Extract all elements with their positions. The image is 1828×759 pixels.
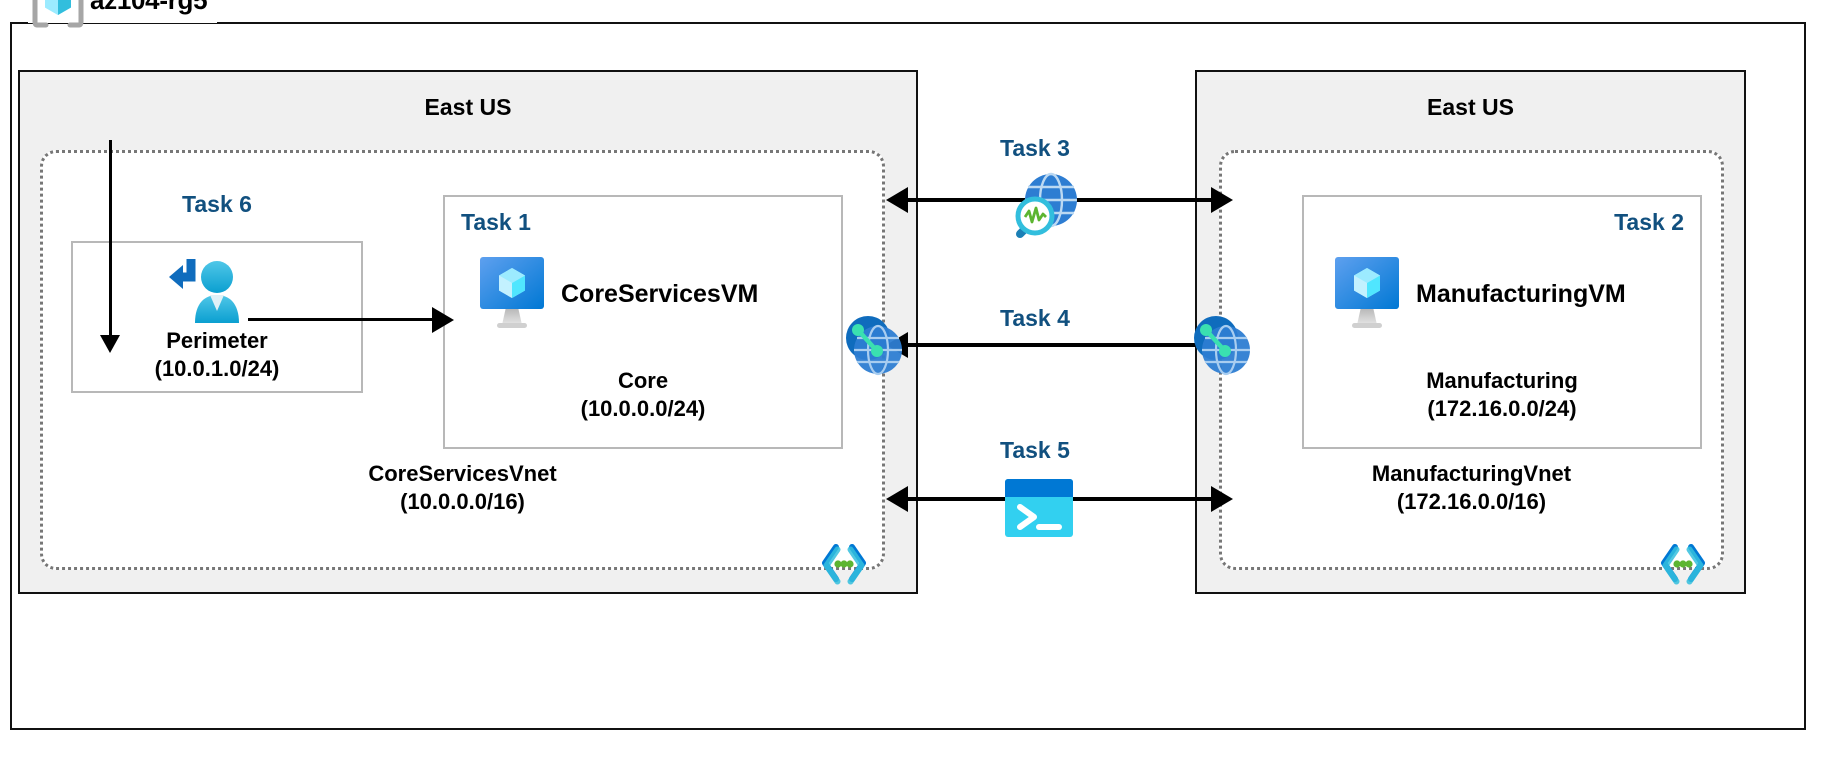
task5-arrowhead-left xyxy=(886,486,908,512)
vm-core-services: CoreServicesVM xyxy=(477,255,758,333)
subnet-perimeter-caption: Perimeter (10.0.1.0/24) xyxy=(73,327,361,382)
internet-to-perimeter-line xyxy=(109,140,112,340)
cloud-shell-icon xyxy=(1003,477,1075,539)
resource-group-header: az104-rg5 xyxy=(28,0,218,28)
task3-arrowhead-right xyxy=(1211,187,1233,213)
region-title-right: East US xyxy=(1427,94,1514,120)
vnet-manufacturing-name: ManufacturingVnet xyxy=(1371,461,1572,486)
vnet-peering-icon xyxy=(840,310,912,382)
azure-resource-group-icon xyxy=(32,0,84,28)
subnet-core: Task 1 xyxy=(443,195,843,449)
subnet-perimeter-cidr: (10.0.1.0/24) xyxy=(154,355,280,381)
vm-manufacturing: ManufacturingVM xyxy=(1332,255,1626,333)
region-title-left: East US xyxy=(424,94,512,120)
task-label-3: Task 3 xyxy=(1000,135,1070,161)
perimeter-to-core-line xyxy=(248,318,436,321)
code-brackets-icon xyxy=(820,541,868,585)
vnet-core-services-name: CoreServicesVnet xyxy=(368,461,557,486)
vnet-core-services-caption: CoreServicesVnet (10.0.0.0/16) xyxy=(43,460,882,515)
task-label-2: Task 2 xyxy=(1614,209,1684,235)
resource-group-name: az104-rg5 xyxy=(90,0,208,16)
task-label-5: Task 5 xyxy=(1000,437,1070,463)
subnet-manufacturing-caption: Manufacturing (172.16.0.0/24) xyxy=(1304,367,1700,422)
subnet-manufacturing-name: Manufacturing xyxy=(1426,368,1578,393)
vnet-manufacturing-caption: ManufacturingVnet (172.16.0.0/16) xyxy=(1222,460,1721,515)
perimeter-to-core-arrowhead xyxy=(432,307,454,333)
code-brackets-icon xyxy=(1659,541,1707,585)
vnet-peering-icon xyxy=(1188,310,1260,382)
vnet-manufacturing-cidr: (172.16.0.0/16) xyxy=(1396,488,1547,514)
region-panel-left: East US Task 6 xyxy=(18,70,918,594)
task-label-1: Task 1 xyxy=(461,209,531,235)
subnet-perimeter-name: Perimeter xyxy=(166,328,268,353)
subnet-core-cidr: (10.0.0.0/24) xyxy=(580,395,706,421)
task3-arrowhead-left xyxy=(886,187,908,213)
vnet-core-services-cidr: (10.0.0.0/16) xyxy=(400,488,525,514)
subnet-manufacturing: Task 2 xyxy=(1302,195,1702,449)
vnet-core-services: Task 6 xyxy=(40,150,885,585)
vm-name-core-services: CoreServicesVM xyxy=(561,279,759,308)
vnet-manufacturing: Task 2 xyxy=(1219,150,1724,585)
task-label-4: Task 4 xyxy=(1000,305,1070,331)
subnet-core-caption: Core (10.0.0.0/24) xyxy=(445,367,841,422)
internet-to-perimeter-arrowhead xyxy=(100,335,120,353)
subnet-perimeter: Task 6 xyxy=(71,191,363,393)
task5-arrowhead-right xyxy=(1211,486,1233,512)
resource-group-frame xyxy=(10,22,1806,730)
user-vpn-gateway-icon xyxy=(169,255,253,327)
subnet-manufacturing-cidr: (172.16.0.0/24) xyxy=(1427,395,1577,421)
network-watcher-icon xyxy=(1005,168,1085,248)
task-label-6: Task 6 xyxy=(182,191,252,217)
virtual-machine-icon xyxy=(1332,255,1402,333)
vm-name-manufacturing: ManufacturingVM xyxy=(1416,279,1626,308)
task4-connector-line xyxy=(905,343,1215,347)
virtual-machine-icon xyxy=(477,255,547,333)
region-panel-right: East US Task 2 xyxy=(1195,70,1746,594)
subnet-core-name: Core xyxy=(617,368,669,393)
